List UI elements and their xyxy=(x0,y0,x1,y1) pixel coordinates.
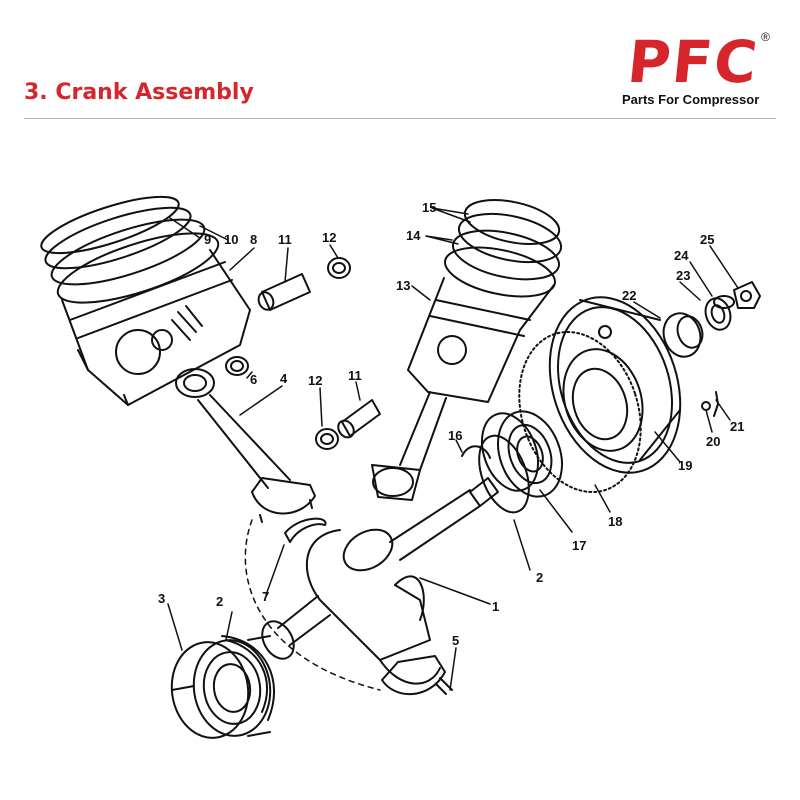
label-13: 13 xyxy=(396,278,410,293)
label-17: 17 xyxy=(572,538,586,553)
label-11-top: 11 xyxy=(278,232,292,247)
label-10: 10 xyxy=(224,232,238,247)
label-25: 25 xyxy=(700,232,714,247)
label-7: 7 xyxy=(262,589,269,604)
label-9: 9 xyxy=(204,232,211,247)
label-14: 14 xyxy=(406,228,421,243)
crankshaft-drawing xyxy=(261,477,499,685)
label-24: 24 xyxy=(674,248,689,263)
label-3: 3 xyxy=(158,591,165,606)
bearing-housing-drawing xyxy=(518,296,682,494)
label-16: 16 xyxy=(448,428,462,443)
registered-mark: ® xyxy=(761,30,770,44)
label-5: 5 xyxy=(452,633,459,648)
right-main-bearing-drawing xyxy=(461,410,563,514)
label-11-bottom: 11 xyxy=(348,368,362,383)
left-piston-drawing xyxy=(40,195,251,406)
label-12-bottom: 12 xyxy=(308,373,322,388)
label-1: 1 xyxy=(492,599,499,614)
label-21: 21 xyxy=(730,419,744,434)
label-12-top: 12 xyxy=(322,230,336,245)
label-2-right: 2 xyxy=(536,570,543,585)
leader-lines xyxy=(167,207,739,691)
right-piston-drawing xyxy=(371,199,563,501)
label-20: 20 xyxy=(706,434,720,449)
shaft-end-parts-drawing xyxy=(662,281,761,417)
dashed-rotation-path xyxy=(244,519,381,691)
left-connecting-rod-drawing xyxy=(175,368,316,523)
bearing-shell-drawing xyxy=(284,517,327,543)
small-ring-parts xyxy=(225,257,351,450)
label-4: 4 xyxy=(280,371,288,386)
label-22: 22 xyxy=(622,288,636,303)
label-19: 19 xyxy=(678,458,692,473)
part-labels: 1 2 2 3 4 5 6 7 8 9 10 11 11 12 12 13 14… xyxy=(158,200,744,648)
label-6: 6 xyxy=(250,372,257,387)
pfc-logo: PFC ® Parts For Compressor xyxy=(622,28,772,110)
label-8: 8 xyxy=(250,232,257,247)
label-15: 15 xyxy=(422,200,436,215)
logo-tagline: Parts For Compressor xyxy=(622,92,760,107)
header-divider xyxy=(24,118,776,119)
label-2-left: 2 xyxy=(216,594,223,609)
label-23: 23 xyxy=(676,268,690,283)
piston-pin-drawings xyxy=(257,273,381,439)
label-18: 18 xyxy=(608,514,622,529)
left-main-bearing-drawing xyxy=(170,635,276,739)
page-title: 3. Crank Assembly xyxy=(24,80,254,105)
